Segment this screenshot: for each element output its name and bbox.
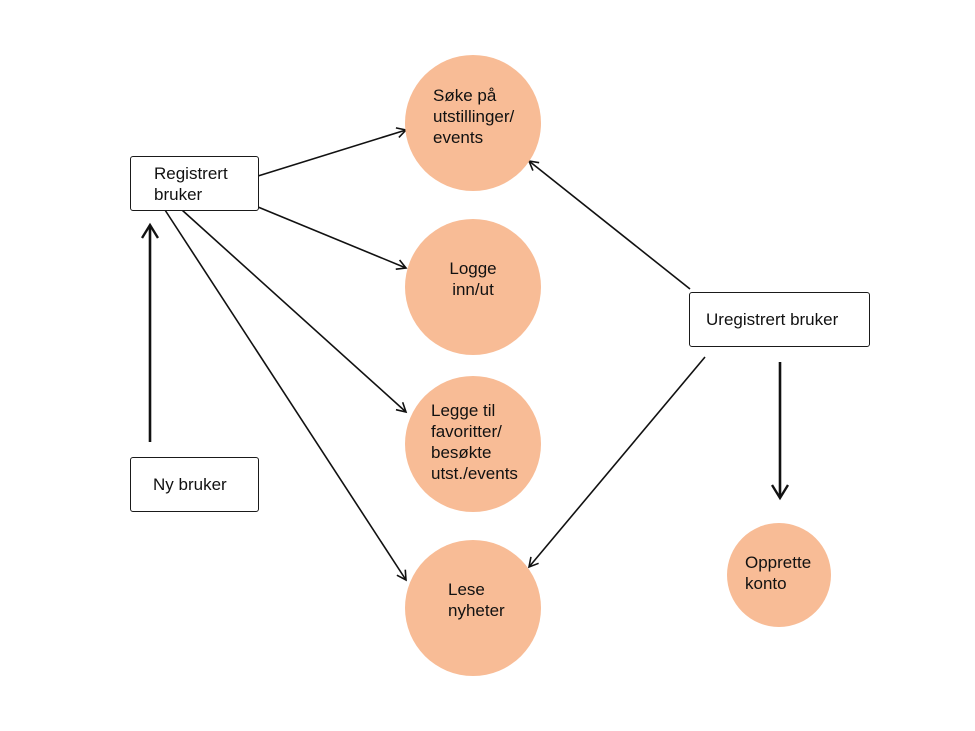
actor-registrert-bruker: Registrert bruker [130,156,259,211]
usecase-logge-label: Logge inn/ut [449,259,497,299]
actor-ny-bruker: Ny bruker [130,457,259,512]
usecase-logge-inn-ut: Logge inn/ut [405,219,541,355]
arrow-uregistrert-to-lese [527,356,706,569]
actor-uregistrert-label: Uregistrert bruker [706,310,839,329]
usecase-lese-label: Lese nyheter [448,580,505,620]
usecase-legge-til-favoritter: Legge til favoritter/ besøkte utst./even… [405,376,541,512]
usecase-soke-label: Søke på utstillinger/ events [433,85,515,147]
arrow-uregistrert-to-soke [527,159,691,290]
usecase-opprette-label: Opprette konto [745,553,812,593]
arrow-registrert-to-lese [164,209,407,582]
actor-registrert-label: Registrert bruker [154,163,228,204]
usecase-opprette-konto: Opprette konto [727,523,831,627]
usecase-soke-pa-utstillinger: Søke på utstillinger/ events [405,55,541,191]
arrow-registrert-to-logge [257,206,408,270]
usecase-lese-nyheter: Lese nyheter [405,540,541,676]
arrow-registrert-to-soke [257,127,408,177]
arrow-registrert-to-legge [181,209,408,414]
actor-ny-label: Ny bruker [153,475,227,494]
actor-uregistrert-bruker: Uregistrert bruker [689,292,870,347]
usecase-legge-label: Legge til favoritter/ besøkte utst./even… [431,401,518,483]
